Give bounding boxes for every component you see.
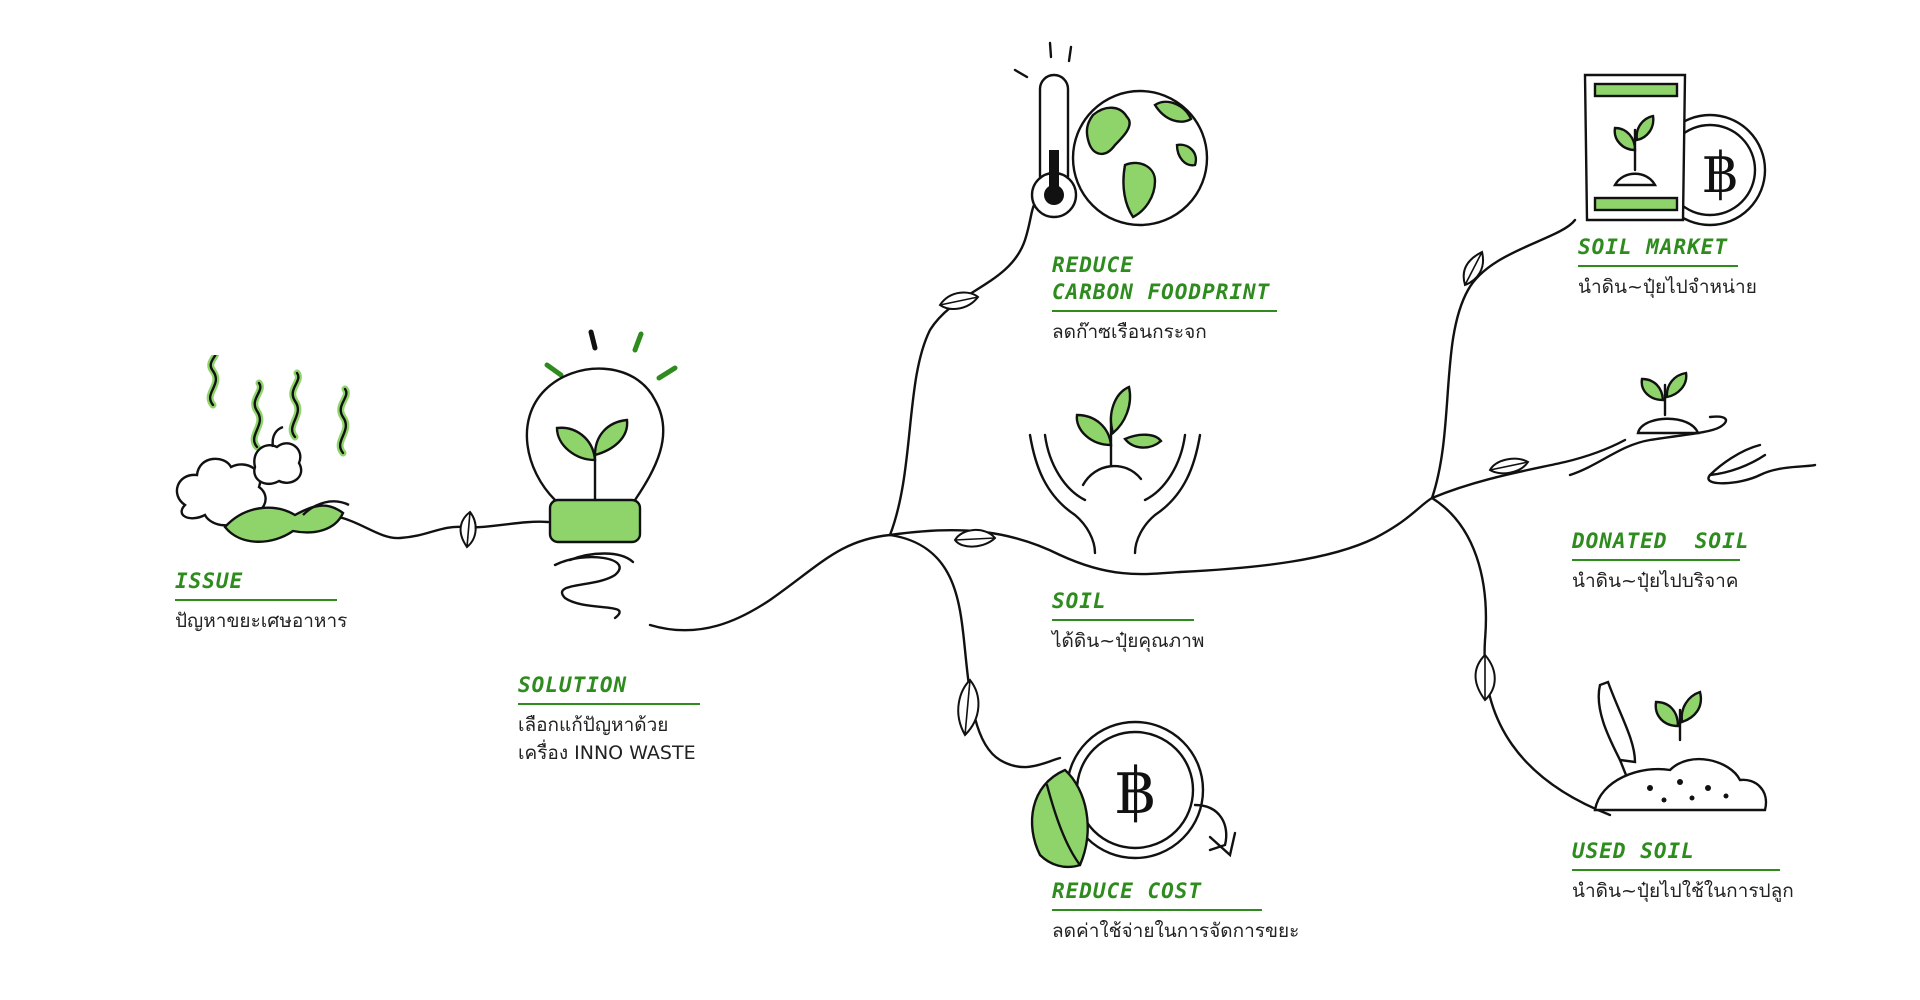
cost-description: ลดค่าใช้จ่ายในการจัดการขยะ [1052,920,1300,942]
vine-hub-to-carbon [888,196,1042,537]
hands-holding-sprout-icon [1028,385,1202,555]
trowel-soil-sprout-icon [1593,680,1768,812]
vine-leaf [957,678,980,737]
issue-title: ISSUE [175,569,244,593]
soil-label: SOIL ได้ดิน~ปุ๋ยคุณภาพ [1052,588,1205,655]
cost-divider [1052,909,1262,911]
soil-divider [1052,619,1194,621]
donated-title: DONATED SOIL [1572,529,1750,553]
giving-hands-soil-icon [1568,371,1817,485]
market-title: SOIL MARKET [1578,235,1729,259]
used-divider [1572,869,1780,871]
issue-divider [175,599,337,601]
lightbulb-sprout-icon [525,329,678,620]
solution-divider [518,703,700,705]
solution-description-line2: เครื่อง INNO WASTE [518,742,696,764]
market-divider [1578,265,1738,267]
donated-label: DONATED SOIL นำดิน~ปุ๋ยไปบริจาค [1572,528,1750,595]
food-waste-icon [175,355,350,543]
donated-description: นำดิน~ปุ๋ยไปบริจาค [1572,570,1739,592]
used-description: นำดิน~ปุ๋ยไปใช้ในการปลูก [1572,880,1794,902]
soil-bag-coin-icon: ฿ [1583,73,1767,227]
carbon-label: REDUCE CARBON FOODPRINT ลดก๊าซเรือนกระจก [1052,252,1277,346]
carbon-divider [1052,310,1277,312]
donated-divider [1572,559,1740,561]
carbon-title-line1: REDUCE [1052,253,1134,277]
coin-symbol: ฿ [1702,141,1738,206]
thermometer-globe-icon [1013,41,1209,227]
carbon-title-line2: CARBON FOODPRINT [1052,280,1271,304]
cost-title: REDUCE COST [1052,879,1203,903]
vine-hub-to-soil [888,496,1434,576]
market-description: นำดิน~ปุ๋ยไปจำหน่าย [1578,276,1757,298]
used-title: USED SOIL [1572,839,1695,863]
used-label: USED SOIL นำดิน~ปุ๋ยไปใช้ในการปลูก [1572,838,1794,905]
baht-coin-leaf-icon: ฿ [1030,720,1237,869]
vine-right-to-market [1430,218,1577,500]
vine-issue-to-solution [316,514,550,540]
vine-right-to-used [1430,496,1612,817]
coin-symbol: ฿ [1115,755,1156,829]
market-label: SOIL MARKET นำดิน~ปุ๋ยไปจำหน่าย [1578,234,1757,301]
vine-solution-to-hub [648,533,892,632]
issue-description: ปัญหาขยะเศษอาหาร [175,610,348,632]
solution-title: SOLUTION [518,673,628,697]
cost-label: REDUCE COST ลดค่าใช้จ่ายในการจัดการขยะ [1052,878,1300,945]
vine-right-to-donated [1430,438,1627,500]
solution-label: SOLUTION เลือกแก้ปัญหาด้วย เครื่อง INNO … [518,672,700,767]
soil-title: SOIL [1052,589,1107,613]
issue-label: ISSUE ปัญหาขยะเศษอาหาร [175,568,348,635]
carbon-description: ลดก๊าซเรือนกระจก [1052,321,1207,343]
solution-description-line1: เลือกแก้ปัญหาด้วย [518,714,669,736]
soil-description: ได้ดิน~ปุ๋ยคุณภาพ [1052,630,1205,652]
